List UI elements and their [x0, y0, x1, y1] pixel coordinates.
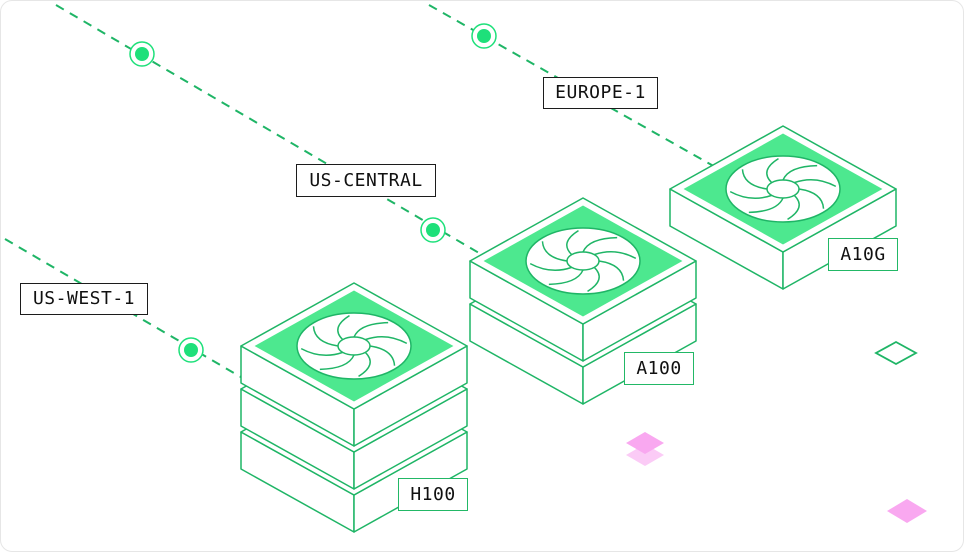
gpu-label-h100: H100: [398, 478, 468, 511]
gpu-label-a100: A100: [624, 352, 694, 385]
region-label-us-central: US-CENTRAL: [296, 164, 436, 197]
gpu-label-a10g: A10G: [828, 238, 898, 271]
fan-icon: [296, 312, 412, 380]
gpu-stack-a10g: [669, 125, 897, 290]
fan-icon: [525, 227, 641, 295]
connection-line-us-central: [55, 4, 480, 254]
node-dot-icon: [129, 41, 155, 67]
gpu-stack-h100: [240, 282, 468, 533]
diamond-icon: [874, 340, 918, 366]
node-dot-icon: [420, 217, 446, 243]
node-dot-icon: [178, 337, 204, 363]
gpu-stack-a100: [469, 197, 697, 405]
diamond-icon: [887, 499, 927, 523]
region-label-us-west-1: US-WEST-1: [20, 283, 148, 315]
diamond-icon: [626, 432, 664, 466]
region-label-europe-1: EUROPE-1: [543, 77, 658, 109]
fan-icon: [725, 155, 841, 223]
node-dot-icon: [471, 23, 497, 49]
